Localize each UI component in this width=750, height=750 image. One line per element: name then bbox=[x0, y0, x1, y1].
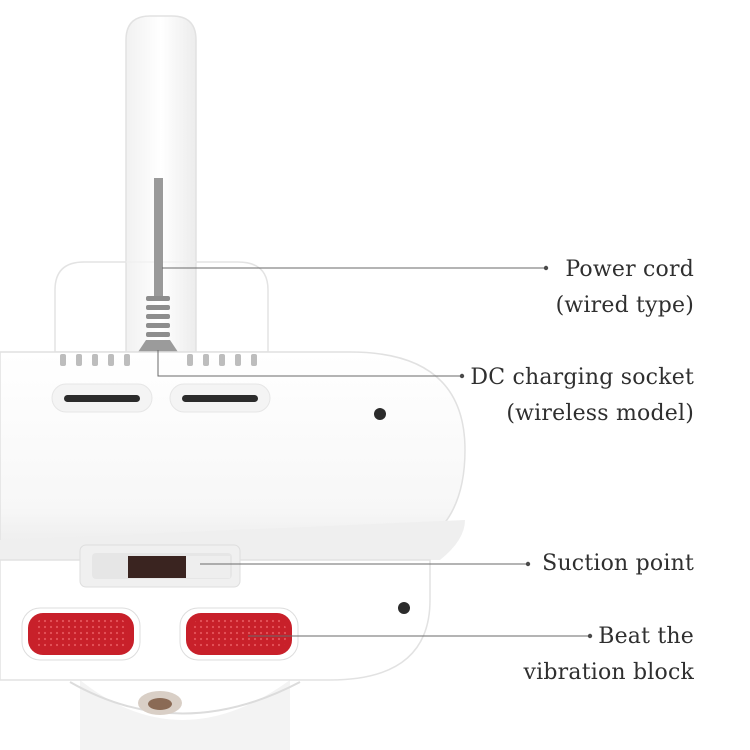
callout-dc-socket-line2: (wireless model) bbox=[506, 401, 694, 426]
vibration-pad-left bbox=[21, 607, 141, 661]
power-cord bbox=[138, 178, 178, 352]
bottom-foot bbox=[69, 680, 301, 750]
leader-dot-dc-socket bbox=[459, 373, 465, 379]
callout-vibration-block-line1: Beat the bbox=[598, 624, 694, 649]
vibration-pad-right bbox=[179, 607, 299, 661]
callout-vibration-block: Beat the vibration block bbox=[524, 619, 694, 691]
leader-dot-power-cord bbox=[543, 265, 549, 271]
upper-housing bbox=[54, 261, 269, 353]
leader-dot-vibration-block bbox=[587, 633, 593, 639]
main-body bbox=[0, 351, 466, 561]
callout-vibration-block-line2: vibration block bbox=[523, 660, 694, 685]
callout-dc-socket-line1: DC charging socket bbox=[470, 365, 694, 390]
callout-power-cord-line2: (wired type) bbox=[555, 293, 694, 318]
leader-dc-socket bbox=[157, 350, 460, 377]
callout-suction-point-line1: Suction point bbox=[542, 551, 694, 576]
callout-power-cord: Power cord (wired type) bbox=[556, 252, 694, 324]
callout-dc-socket: DC charging socket (wireless model) bbox=[470, 360, 694, 432]
leader-dot-suction-point bbox=[525, 561, 531, 567]
callout-suction-point: Suction point bbox=[542, 546, 694, 582]
leader-lines bbox=[157, 267, 588, 637]
callout-power-cord-line1: Power cord bbox=[565, 257, 694, 282]
